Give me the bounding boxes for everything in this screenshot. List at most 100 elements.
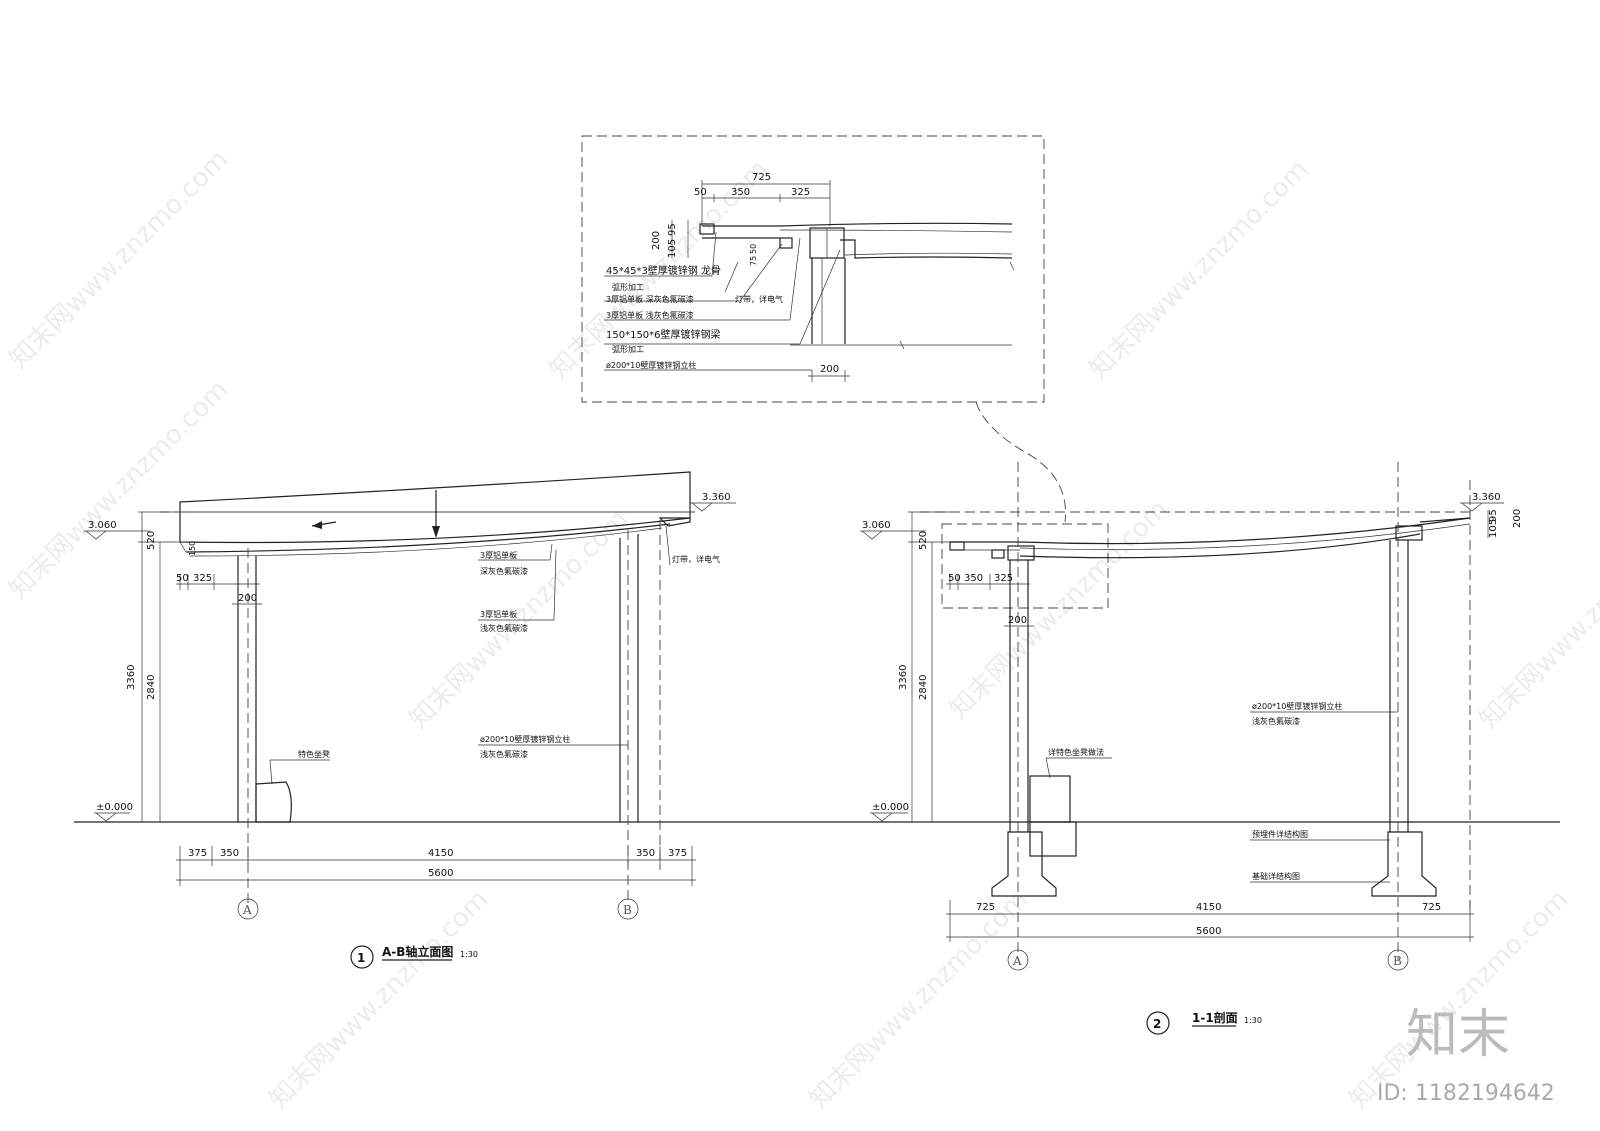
right-foundation-a [991,831,1057,897]
detail-dim-50b: 50 [749,244,758,254]
left-dim-b375b: 375 [668,848,687,859]
right-title-scale: 1:30 [1244,1016,1262,1025]
image-id: ID: 1182194642 [1377,1081,1555,1106]
left-dim-2840: 2840 [146,675,157,700]
detail-dim-725: 725 [752,172,771,183]
watermark-text: 知末网www.znzmo.com [4,144,235,375]
right-seat [1029,775,1071,823]
left-dim-200: 200 [238,593,257,604]
right-roof-top [950,517,1471,545]
right-dim-b725b: 725 [1422,902,1441,913]
right-title-number: 2 [1153,1017,1161,1031]
left-dim-b375a: 375 [188,848,207,859]
left-note-deep-b: 深灰色氟碳漆 [480,566,528,576]
right-dim-b4150: 4150 [1196,902,1221,913]
left-dim-325: 325 [193,573,212,584]
left-axis-b-bubble [617,898,639,920]
detail-dim-95: 95 [667,223,678,236]
right-axis-b: B [1393,954,1402,968]
left-axis-a: A [242,903,252,917]
right-note-foundation: 基础详结构图 [1252,871,1300,881]
right-seat-base [1029,821,1077,857]
left-title: A-B轴立面图 [382,944,453,959]
left-note-seat: 特色坐凳 [298,749,330,759]
right-dim-200: 200 [1008,615,1027,626]
right-note-seat: 详特色坐凳做法 [1048,747,1104,757]
watermark-text: 知末网www.znzmo.com [1474,504,1600,735]
right-title: 1-1剖面 [1192,1010,1238,1025]
section-callout-box [941,523,1109,609]
right-dim-325: 325 [994,573,1013,584]
right-elev-3060: 3.060 [862,520,891,531]
watermark-layer: 知末网www.znzmo.com 知末网www.znzmo.com 知末网www… [4,144,1600,1115]
right-dim-50: 50 [948,573,961,584]
right-foundation-b [1371,831,1437,897]
left-note-light-a: 3厚铝单板 [480,609,517,619]
right-dim-2840: 2840 [918,675,929,700]
watermark-text: 知末网www.znzmo.com [804,884,1035,1115]
detail-dim-200-h: 200 [820,364,839,375]
detail-label-deep-panel: 3厚铝单板 深灰色氟碳漆 [606,294,694,304]
left-title-scale: 1:30 [460,950,478,959]
detail-dim-75: 75 [749,256,758,266]
left-title-number: 1 [357,951,365,965]
right-elev-0: ±0.000 [872,802,909,813]
right-dim-3360: 3360 [898,665,909,690]
watermark-text: 知末网www.znzmo.com [1084,154,1315,385]
left-dim-b350a: 350 [220,848,239,859]
detail-label-beam-note: 弧形加工 [612,344,644,354]
detail-roof-top [702,222,1013,227]
site-logo: 知末 [1406,1005,1510,1065]
left-dim-b5600: 5600 [428,868,453,879]
right-elev-3360: 3.360 [1472,492,1501,503]
right-note-column-a: ø200*10壁厚镀锌钢立柱 [1252,701,1342,711]
detail-dim-325: 325 [791,187,810,198]
right-dim-350: 350 [964,573,983,584]
left-seat [255,781,292,823]
watermark-text: 知末网www.znzmo.com [4,374,235,605]
watermark-text: 知末网www.znzmo.com [944,494,1175,725]
right-dim-b725a: 725 [976,902,995,913]
left-note-deep-a: 3厚铝单板 [480,550,517,560]
left-dim-50: 50 [176,573,189,584]
left-note-column-b: 浅灰色氟碳漆 [480,749,528,759]
detail-keel [699,223,715,235]
detail-callout-line [975,401,1066,523]
right-dim-520: 520 [918,531,929,550]
left-axis-b: B [623,903,632,917]
detail-beam [840,239,1013,259]
right-note-embed: 预埋件详结构图 [1252,829,1308,839]
detail-drawing: 725 50 350 325 200 105 95 50 75 200 45*4… [581,135,1045,403]
right-dim-r95: 95 [1488,509,1499,522]
left-elev-0: ±0.000 [96,802,133,813]
detail-label-light-panel: 3厚铝单板 浅灰色氟碳漆 [606,310,694,320]
left-elev-3060: 3.060 [88,520,117,531]
watermark-text: 知末网www.znzmo.com [264,884,495,1115]
left-dim-150: 150 [188,541,197,556]
detail-label-keel-note: 弧形加工 [612,282,644,292]
detail-dim-50: 50 [694,187,707,198]
detail-dim-105: 105 [667,239,678,258]
detail-dim-350: 350 [731,187,750,198]
section-1-1: 3.060 3.360 ±0.000 520 3360 2840 200 105… [860,462,1523,1035]
elevation-a-b: 3.060 3.360 ±0.000 520 3360 2840 150 50 … [84,471,736,969]
left-note-lamp: 灯带，详电气 [672,554,720,564]
left-elev-3360: 3.360 [702,492,731,503]
detail-label-light-strip: 灯带，详电气 [735,294,783,304]
right-dim-r105: 105 [1488,519,1499,538]
right-title-bubble [1146,1011,1170,1035]
right-axis-a-bubble [1007,949,1029,971]
right-dim-r200: 200 [1512,509,1523,528]
detail-label-column: ø200*10壁厚镀锌钢立柱 [606,360,696,370]
left-dim-520: 520 [146,531,157,550]
right-axis-b-bubble [1387,949,1409,971]
left-dim-b4150: 4150 [428,848,453,859]
detail-frame [581,135,1045,403]
left-axis-a-bubble [237,898,259,920]
left-note-light-b: 浅灰色氟碳漆 [480,623,528,633]
left-dim-b350b: 350 [636,848,655,859]
left-note-column-a: ø200*10壁厚镀锌钢立柱 [480,734,570,744]
detail-label-beam: 150*150*6壁厚镀锌钢梁 [606,328,721,341]
right-note-column-b: 浅灰色氟碳漆 [1252,716,1300,726]
